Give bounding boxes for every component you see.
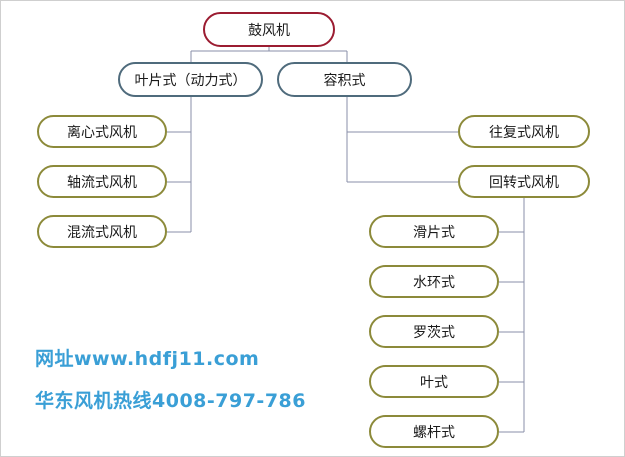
node-mixed-flow-fan: 混流式风机 xyxy=(37,215,167,248)
node-water-ring: 水环式 xyxy=(369,265,499,298)
node-screw: 螺杆式 xyxy=(369,415,499,448)
node-water-ring-label: 水环式 xyxy=(413,274,455,291)
node-blade-type: 叶片式（动力式） xyxy=(118,62,263,97)
node-roots: 罗茨式 xyxy=(369,315,499,348)
node-vane: 叶式 xyxy=(369,365,499,398)
node-volumetric-type: 容积式 xyxy=(277,62,412,97)
node-reciprocating-fan: 往复式风机 xyxy=(458,115,590,148)
node-mixed-flow-fan-label: 混流式风机 xyxy=(67,224,137,241)
node-sliding-vane-label: 滑片式 xyxy=(413,224,455,241)
node-blower: 鼓风机 xyxy=(203,12,335,47)
node-blower-label: 鼓风机 xyxy=(248,22,290,39)
node-screw-label: 螺杆式 xyxy=(413,424,455,441)
node-reciprocating-fan-label: 往复式风机 xyxy=(489,124,559,141)
node-axial-fan: 轴流式风机 xyxy=(37,165,167,198)
node-rotary-fan-label: 回转式风机 xyxy=(489,174,559,191)
node-centrifugal-fan: 离心式风机 xyxy=(37,115,167,148)
node-roots-label: 罗茨式 xyxy=(413,324,455,341)
node-blade-type-label: 叶片式（动力式） xyxy=(134,72,247,89)
watermark-hotline: 华东风机热线4008-797-786 xyxy=(35,390,306,412)
watermark-website: 网址www.hdfj11.com xyxy=(35,348,260,370)
node-sliding-vane: 滑片式 xyxy=(369,215,499,248)
node-axial-fan-label: 轴流式风机 xyxy=(67,174,137,191)
node-vane-label: 叶式 xyxy=(420,374,448,391)
node-rotary-fan: 回转式风机 xyxy=(458,165,590,198)
node-volumetric-type-label: 容积式 xyxy=(323,72,366,89)
node-centrifugal-fan-label: 离心式风机 xyxy=(67,124,137,141)
